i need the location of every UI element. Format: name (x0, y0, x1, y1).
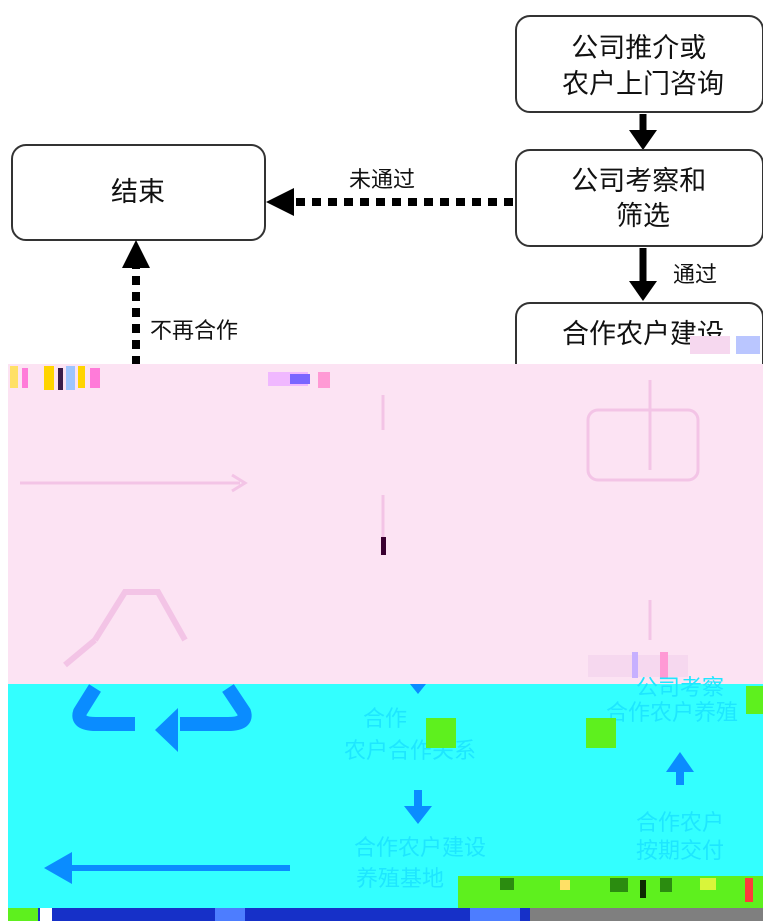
arrow-cyan-left (44, 852, 290, 884)
node-start: 公司推介或 农户上门咨询 (515, 15, 763, 113)
glitch-band-bottom (8, 908, 763, 921)
glitch-band-cyan: 合作 农户合作关系 合作农户建设 养殖基地 公司考察 合作农户养殖 合作农户 按… (8, 676, 763, 908)
node-end-box (11, 144, 266, 241)
svg-text:公司推介或 农户上门咨询: 公司推介或 农户上门咨询 (562, 33, 724, 100)
cyan-text-d1: 合作农户 (636, 811, 724, 836)
arrow-review-to-build (629, 248, 657, 301)
cyan-text-a2: 农户合作关系 (344, 739, 476, 764)
node-review-line-2: 筛选 (616, 201, 670, 232)
node-start-line-1: 公司推介或 (571, 33, 706, 64)
node-end: 结束 (11, 144, 266, 241)
glitch-band-pink (8, 336, 763, 684)
node-review-box (515, 149, 763, 247)
cyan-text-b2: 养殖基地 (356, 867, 444, 892)
arrow-stop-to-end (122, 240, 150, 365)
cyan-text-a1: 合作 (363, 707, 407, 732)
edge-label-pass: 通过 (673, 263, 717, 288)
cyan-text-d2: 按期交付 (636, 839, 724, 864)
cycle-arrows (72, 684, 252, 731)
cyan-text-c2: 合作农户养殖 (606, 701, 738, 726)
cyan-text-b1: 合作农户建设 (354, 836, 486, 861)
edge-label-fail: 未通过 (349, 168, 415, 193)
cyan-text-c1: 公司考察 (636, 676, 724, 701)
node-review: 公司考察和 筛选 (515, 149, 763, 247)
node-end-label: 结束 (111, 177, 165, 208)
arrow-start-to-review (629, 114, 657, 150)
edge-label-stop: 不再合作 (150, 319, 238, 344)
arrow-cyan-up (666, 752, 694, 785)
node-start-box (515, 15, 763, 113)
node-review-line-1: 公司考察和 (571, 166, 706, 197)
svg-text:公司考察和 筛选: 公司考察和 筛选 (571, 166, 715, 232)
node-start-line-2: 农户上门咨询 (562, 69, 724, 100)
arrow-review-to-end (266, 188, 513, 216)
arrow-cyan-down (404, 790, 432, 824)
